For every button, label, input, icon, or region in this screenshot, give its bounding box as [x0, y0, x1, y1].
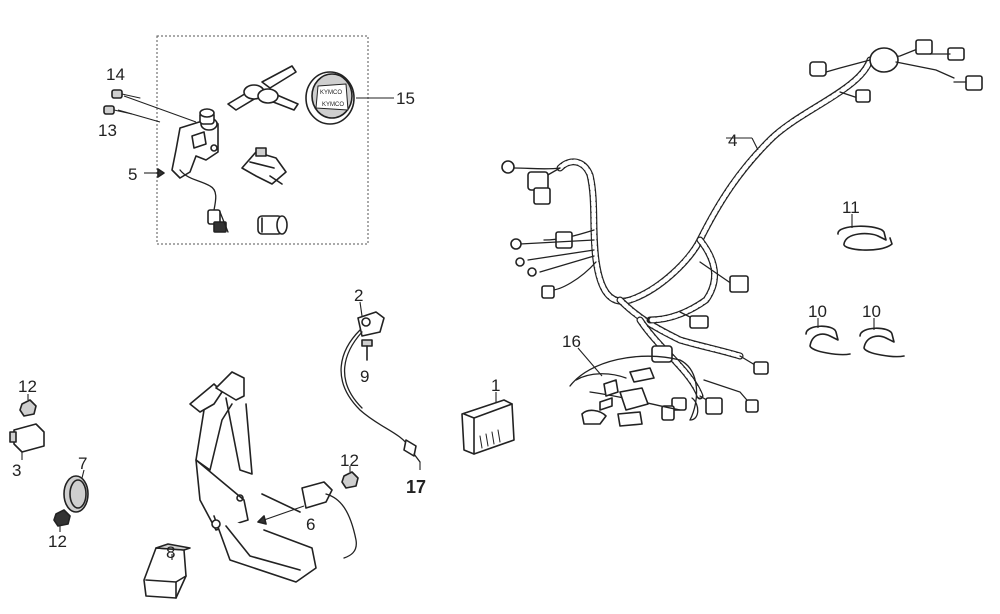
callout-6: 6	[306, 515, 315, 534]
key-set	[227, 65, 299, 111]
callout-11: 11	[842, 198, 860, 217]
lock-cylinder	[257, 215, 288, 235]
callout-16: 16	[562, 332, 581, 351]
main-stand	[189, 371, 357, 583]
screw-14	[111, 89, 141, 99]
callout-10-left: 10	[808, 302, 827, 321]
cover-text-2: KYMCO	[322, 102, 344, 108]
callout-13: 13	[98, 121, 117, 140]
band-clamp-10-right	[859, 327, 905, 358]
ignition-kit-box	[156, 35, 369, 245]
callout-12-left-bottom: 12	[48, 532, 67, 551]
callout-14: 14	[106, 65, 125, 84]
cdi-unit	[461, 399, 515, 455]
callout-5: 5	[128, 165, 137, 184]
rubber-cap-7	[63, 475, 89, 513]
callout-12-center: 12	[340, 451, 359, 470]
callout-9: 9	[360, 367, 369, 386]
relay-3	[9, 423, 45, 453]
bolt-9	[361, 339, 373, 361]
cover-text-1: KYMCO	[320, 90, 342, 96]
sub-harness	[569, 355, 699, 427]
band-clamp-11	[837, 225, 893, 251]
nut-12-left-bottom	[53, 509, 71, 527]
callout-1: 1	[491, 376, 500, 395]
callout-3: 3	[12, 461, 21, 480]
band-clamp-10-left	[805, 325, 851, 356]
key-shutter-cover: KYMCO KYMCO	[305, 71, 355, 125]
callout-2: 2	[354, 286, 363, 305]
side-stand-switch	[340, 311, 421, 463]
callout-15: 15	[396, 89, 415, 108]
callout-17: 17	[406, 477, 426, 497]
callout-12-left-top: 12	[18, 377, 37, 396]
callout-8: 8	[166, 543, 175, 562]
nut-12-center	[341, 471, 359, 489]
callout-7: 7	[78, 454, 87, 473]
main-wire-harness	[501, 39, 983, 421]
seat-lock	[241, 147, 287, 185]
nut-12-left-top	[19, 399, 37, 417]
relay-8	[143, 543, 191, 599]
callout-4: 4	[728, 131, 737, 150]
callout-10-right: 10	[862, 302, 881, 321]
ignition-switch	[171, 108, 229, 233]
